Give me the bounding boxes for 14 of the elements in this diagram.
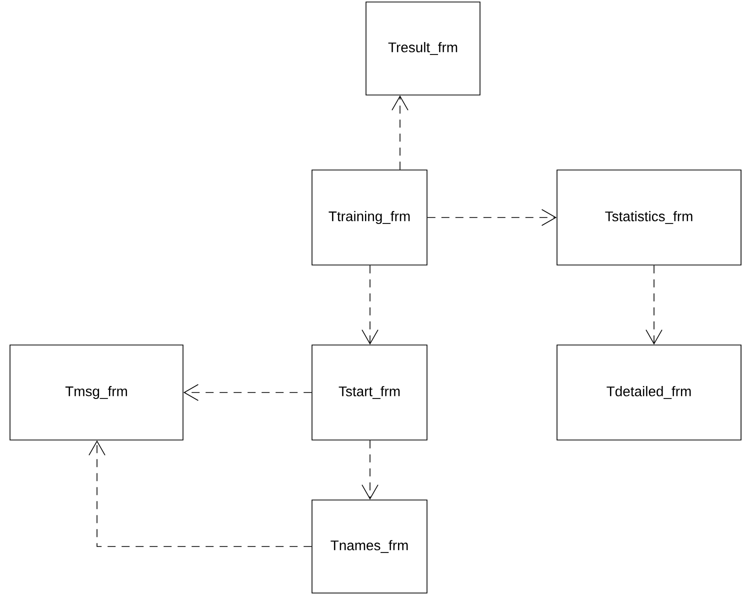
dependency-arrow: [392, 95, 408, 170]
dependency-arrow: [362, 440, 378, 500]
dependency-arrow: [88, 440, 312, 547]
class-box: Tmsg_frm: [10, 344, 184, 440]
dependency-arrow: [183, 384, 312, 401]
class-box: Tstatistics_frm: [556, 170, 742, 266]
class-box: Tresult_frm: [366, 2, 480, 96]
class-box: Tdetailed_frm: [556, 344, 742, 440]
dependency-arrow: [646, 265, 662, 345]
class-box: Tstart_frm: [312, 344, 428, 440]
dependency-arrow: [362, 265, 378, 345]
dependency-arrow: [427, 209, 557, 226]
class-box: Ttraining_frm: [312, 170, 428, 266]
class-box: Tnames_frm: [312, 500, 428, 594]
